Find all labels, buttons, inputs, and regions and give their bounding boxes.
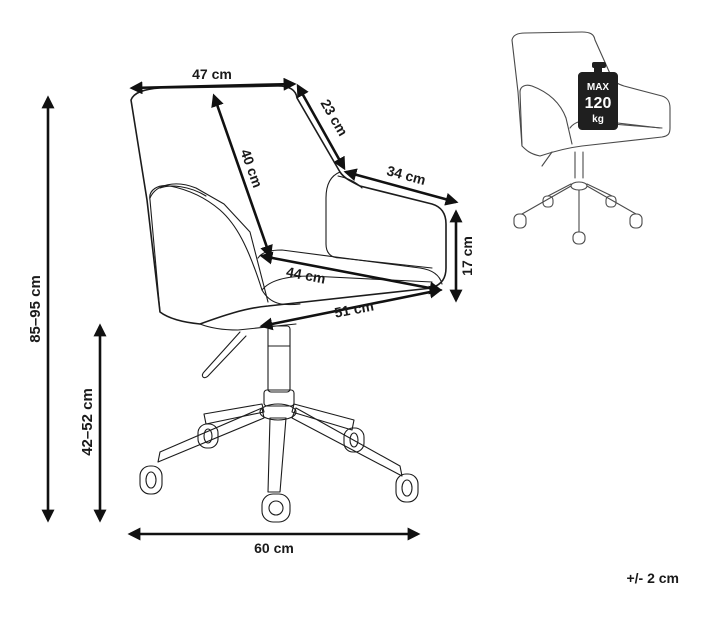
max-load-line1: MAX	[587, 82, 610, 93]
max-load-line2: 120	[585, 95, 612, 112]
caster-back-left	[197, 423, 219, 449]
label-armrest-height: 17 cm	[459, 236, 475, 276]
label-total-height: 85–95 cm	[27, 275, 44, 343]
caster-front-right	[395, 473, 419, 503]
caster-front-left	[139, 465, 163, 495]
label-seat-height: 42–52 cm	[79, 388, 96, 456]
label-seat-depth: 44 cm	[285, 263, 327, 286]
office-chair-drawing	[130, 85, 447, 523]
label-back-height: 40 cm	[237, 147, 266, 190]
arrow-arm-depth	[343, 168, 459, 206]
tolerance-note: +/- 2 cm	[626, 570, 679, 586]
arrow-back-height	[211, 93, 273, 259]
dimension-labels: 47 cm 23 cm 40 cm 34 cm 17 cm 44 cm 51 c…	[27, 66, 475, 556]
weight-icon: MAX 120 kg	[578, 62, 618, 130]
arrow-top-width	[129, 77, 297, 95]
max-load-line3: kg	[592, 114, 604, 125]
arrow-back-depth	[296, 83, 346, 171]
label-base-width: 60 cm	[254, 540, 294, 556]
office-chair-thumbnail	[511, 31, 671, 245]
label-top-width: 47 cm	[192, 66, 232, 82]
dimension-arrows	[41, 77, 463, 541]
caster-front-center	[261, 493, 291, 523]
arrow-seat-depth	[259, 251, 443, 295]
label-seat-width: 51 cm	[333, 297, 375, 320]
caster-back-right	[343, 427, 365, 453]
arrow-seat-width	[259, 285, 443, 331]
